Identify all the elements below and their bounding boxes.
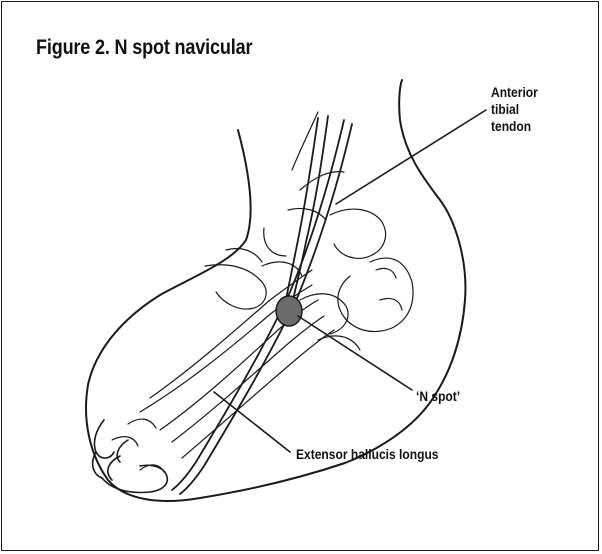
- leader-anterior-tibial-tendon: [336, 110, 486, 204]
- label-n-spot: ‘N spot’: [416, 388, 460, 405]
- label-anterior-tibial-tendon: Anterior tibial tendon: [491, 84, 560, 135]
- leader-extensor-hallucis-longus: [214, 392, 290, 452]
- n-spot-marker: [276, 296, 302, 326]
- foot-outline: [86, 80, 465, 501]
- anterior-tibial-tendon: [282, 116, 328, 322]
- foot-bones: [112, 112, 413, 472]
- label-extensor-hallucis-longus: Extensor hallucis longus: [296, 446, 439, 463]
- toes: [93, 420, 168, 492]
